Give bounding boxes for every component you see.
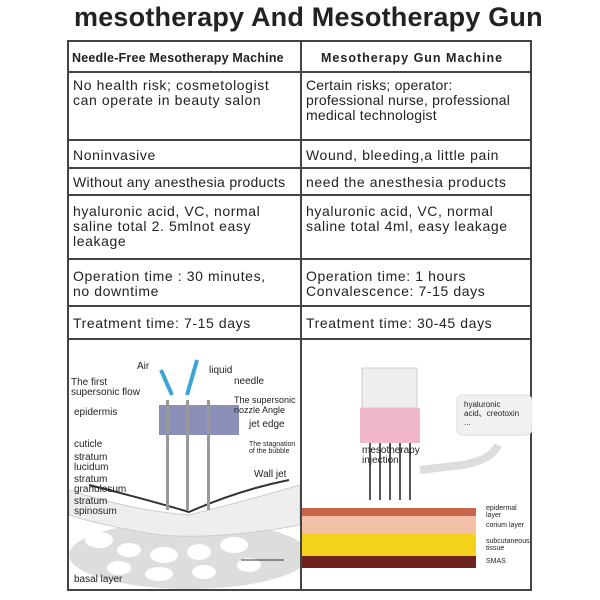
cell-risk-left: No health risk; cosmetologist can operat…	[73, 77, 270, 108]
label-first-flow: The first supersonic flow	[71, 377, 140, 398]
row-divider	[69, 258, 530, 260]
row-divider	[69, 338, 530, 340]
cell-treatment-right: Treatment time: 30-45 days	[306, 315, 493, 331]
label-stagnation: The stagnation of the bubble	[249, 441, 296, 455]
cell-operation-left: Operation time : 30 minutes, no downtime	[73, 268, 266, 299]
gun-diagram: hyaluronic acid、creotoxin ... mesotherap…	[302, 340, 532, 591]
label-subcutaneous: subcutaneous tissue	[486, 538, 530, 552]
label-spinosum: stratum spinosum	[74, 496, 117, 517]
label-epidermis: epidermis	[74, 407, 118, 418]
header-needle-free: Needle-Free Mesotherapy Machine	[72, 51, 284, 65]
cell-anesthesia-right: need the anesthesia products	[306, 174, 507, 190]
label-air: Air	[137, 361, 150, 372]
label-epidermal: epidermal layer	[486, 505, 517, 519]
cell-risk-right: Certain risks; operator: professional nu…	[306, 77, 511, 123]
cell-invasive-right: Wound, bleeding,a little pain	[306, 147, 500, 163]
label-corium: corium layer	[486, 522, 525, 529]
skin-injection-illustration	[302, 367, 532, 568]
label-wall-jet: Wall jet	[254, 469, 287, 480]
label-needle: needle	[234, 376, 265, 387]
row-divider	[69, 305, 530, 307]
label-mesotherapy-injection: mesotherapy injection	[362, 445, 420, 466]
label-basal: basal layer	[74, 574, 123, 585]
column-divider	[300, 42, 302, 589]
label-hyaluronic-bubble: hyaluronic acid、creotoxin ...	[464, 400, 520, 427]
label-nozzle: The supersonic nozzle Angle	[234, 395, 296, 415]
page-title: mesotherapy And Mesotherapy Gun	[74, 2, 543, 32]
row-divider	[69, 167, 530, 169]
label-granulosum: stratum granulosum	[74, 474, 127, 495]
row-divider	[69, 71, 530, 73]
needle-free-diagram: Air liquid needle The first supersonic f…	[69, 340, 300, 591]
cell-volume-left: hyaluronic acid, VC, normal saline total…	[73, 203, 261, 249]
label-smas: SMAS	[486, 558, 506, 565]
cell-anesthesia-left: Without any anesthesia products	[73, 174, 286, 190]
cell-operation-right: Operation time: 1 hours Convalescence: 7…	[306, 268, 486, 299]
label-cuticle: cuticle	[74, 439, 103, 450]
label-liquid: liquid	[209, 365, 233, 376]
cell-volume-right: hyaluronic acid, VC, normal saline total…	[306, 203, 508, 234]
row-divider	[69, 194, 530, 196]
cell-treatment-left: Treatment time: 7-15 days	[73, 315, 251, 331]
cell-invasive-left: Noninvasive	[73, 147, 156, 163]
label-lucidum: stratum lucidum	[74, 452, 109, 473]
row-divider	[69, 139, 530, 141]
skin-jet-illustration	[69, 359, 300, 589]
comparison-table: Needle-Free Mesotherapy Machine Mesother…	[67, 40, 532, 591]
label-jet-edge: jet edge	[249, 419, 285, 430]
header-gun: Mesotherapy Gun Machine	[321, 51, 504, 65]
